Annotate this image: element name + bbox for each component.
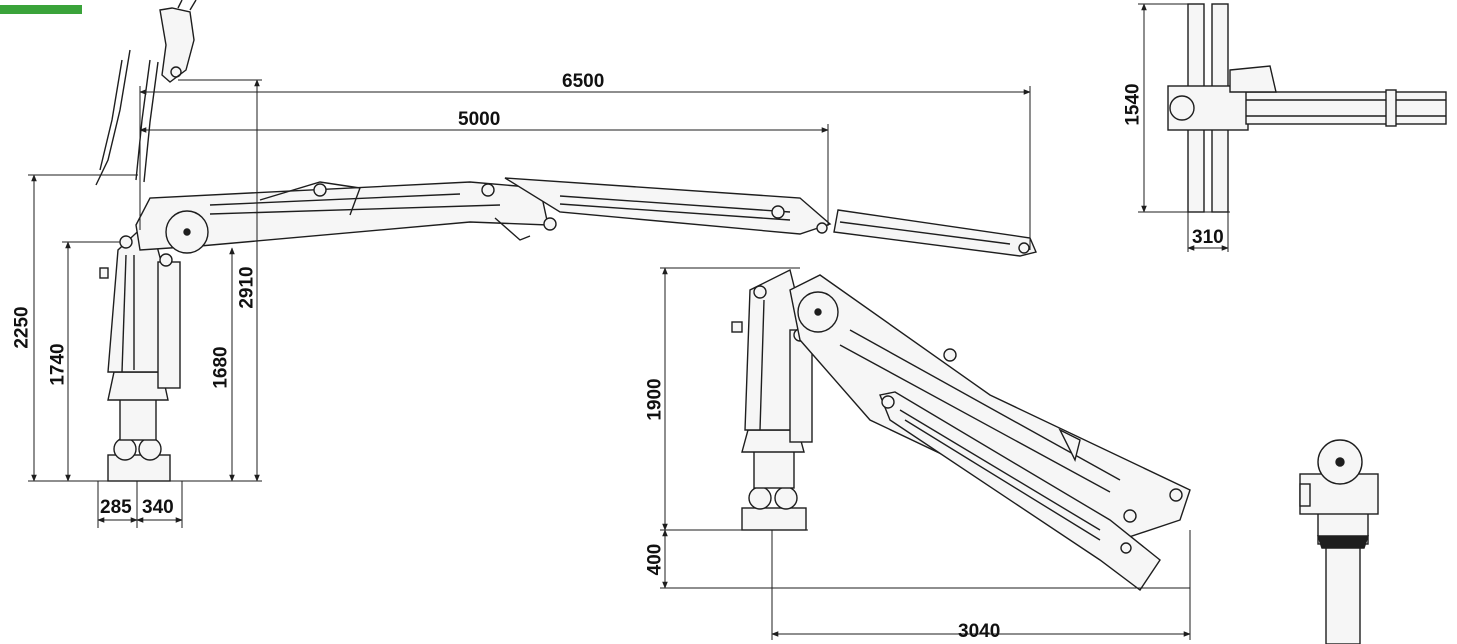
dim-reach-total: 6500 xyxy=(562,71,605,92)
dim-top-view-width: 1540 xyxy=(1122,83,1144,126)
dim-height-column: 1680 xyxy=(210,346,232,389)
dim-folded-height: 1900 xyxy=(644,378,666,421)
dim-height-total: 2250 xyxy=(11,306,33,349)
extended-crane-view xyxy=(95,0,1037,482)
folded-crane-view xyxy=(731,268,1191,592)
dim-base-left: 285 xyxy=(100,497,132,518)
extended-crane-column xyxy=(99,218,181,389)
extended-crane-jib xyxy=(494,177,1037,257)
dim-folded-base: 400 xyxy=(644,543,666,576)
dim-height-pivot: 1740 xyxy=(47,343,69,386)
end-view xyxy=(1299,439,1379,644)
dim-base-right: 340 xyxy=(142,497,174,518)
brand-badge-bar xyxy=(0,5,82,14)
extended-crane-base xyxy=(107,371,171,482)
extended-crane-main-boom xyxy=(135,181,557,254)
top-view xyxy=(1167,3,1447,213)
dimension-lines xyxy=(28,3,1230,640)
folded-crane-base xyxy=(741,429,807,531)
folded-crane-main-boom xyxy=(789,274,1191,541)
folded-crane-jib xyxy=(879,391,1161,592)
dim-folded-reach: 3040 xyxy=(958,621,1001,642)
extended-crane-rotator xyxy=(95,0,197,186)
dim-reach-mid: 5000 xyxy=(458,109,501,130)
dim-height-top: 2910 xyxy=(236,266,258,309)
brand-badge xyxy=(0,0,82,14)
dim-top-view-depth: 310 xyxy=(1192,227,1224,248)
